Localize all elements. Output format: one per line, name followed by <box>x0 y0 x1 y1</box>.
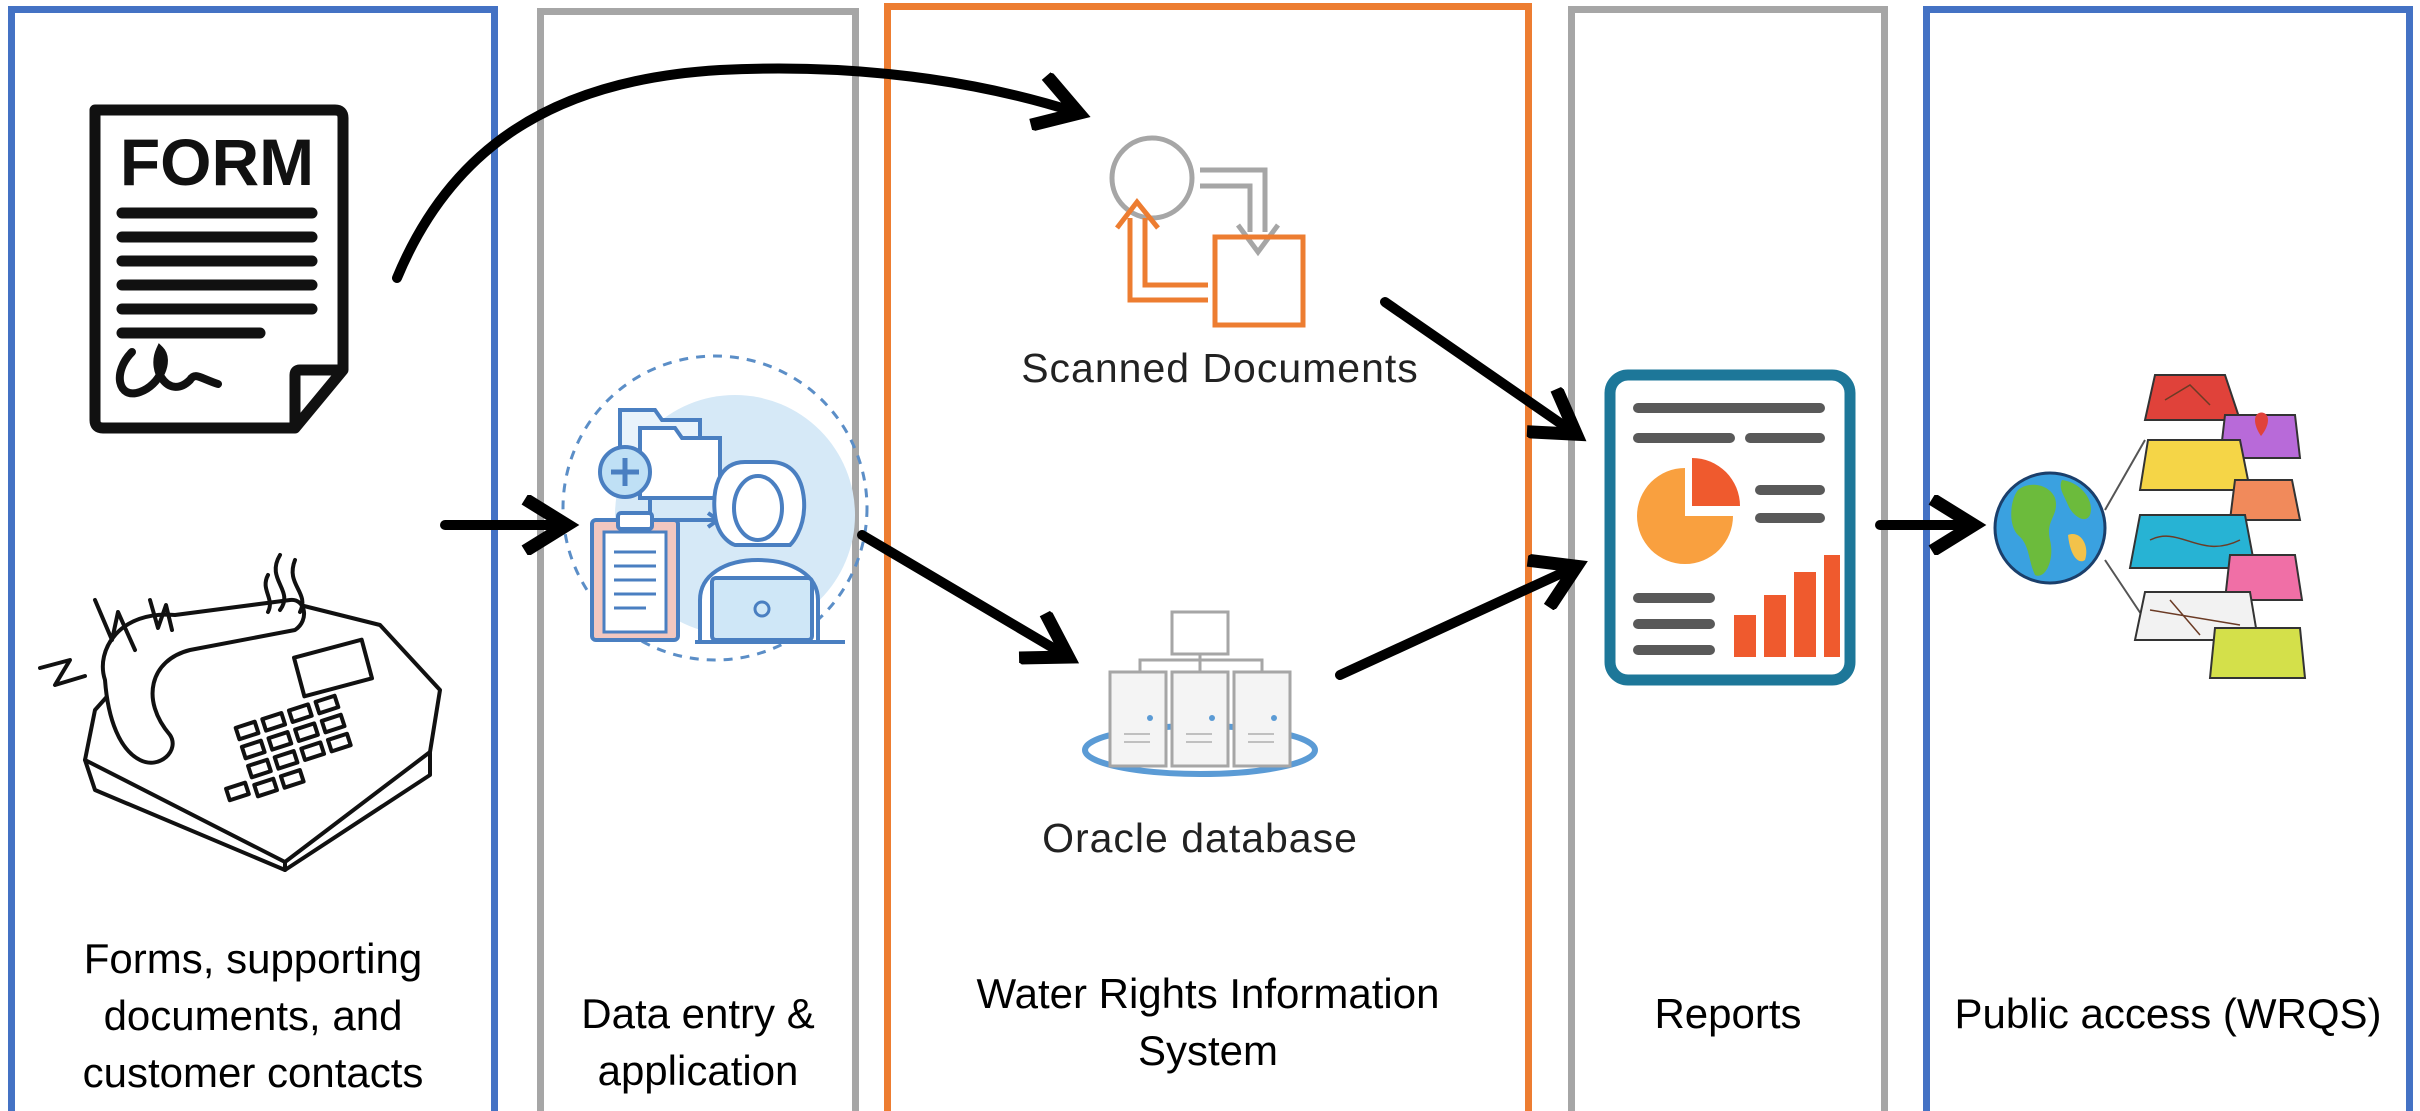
scanned-documents-caption: Scanned Documents <box>1021 345 1419 391</box>
telephone-icon <box>38 553 442 872</box>
arrow-entry-to-oracle <box>857 530 1065 655</box>
oracle-database-icon <box>1082 610 1318 777</box>
data-entry-person-icon <box>561 354 869 662</box>
arrow-forms-to-scanned <box>392 63 1075 283</box>
panel-public <box>1923 6 2413 1111</box>
scanned-documents-icon <box>1109 135 1306 328</box>
input-label: Forms, supporting documents, and custome… <box>82 935 424 1096</box>
form-icon-text: FORM <box>120 125 314 199</box>
data-entry-label: Data entry & application <box>581 990 815 1094</box>
public-label: Public access (WRQS) <box>1954 990 2382 1037</box>
report-icon <box>1604 369 1856 686</box>
arrow-scanned-to-reports <box>1380 297 1573 432</box>
reports-label: Reports <box>1654 990 1802 1037</box>
arrow-oracle-to-reports <box>1335 568 1573 680</box>
globe-maps-icon <box>1993 374 2307 679</box>
wris-label: Water Rights Information System <box>976 970 1440 1074</box>
form-icon: FORM <box>89 104 349 434</box>
panel-input <box>8 6 498 1111</box>
panel-data-entry <box>537 8 859 1111</box>
flow-arrows <box>392 63 1970 680</box>
oracle-database-caption: Oracle database <box>1042 815 1358 861</box>
